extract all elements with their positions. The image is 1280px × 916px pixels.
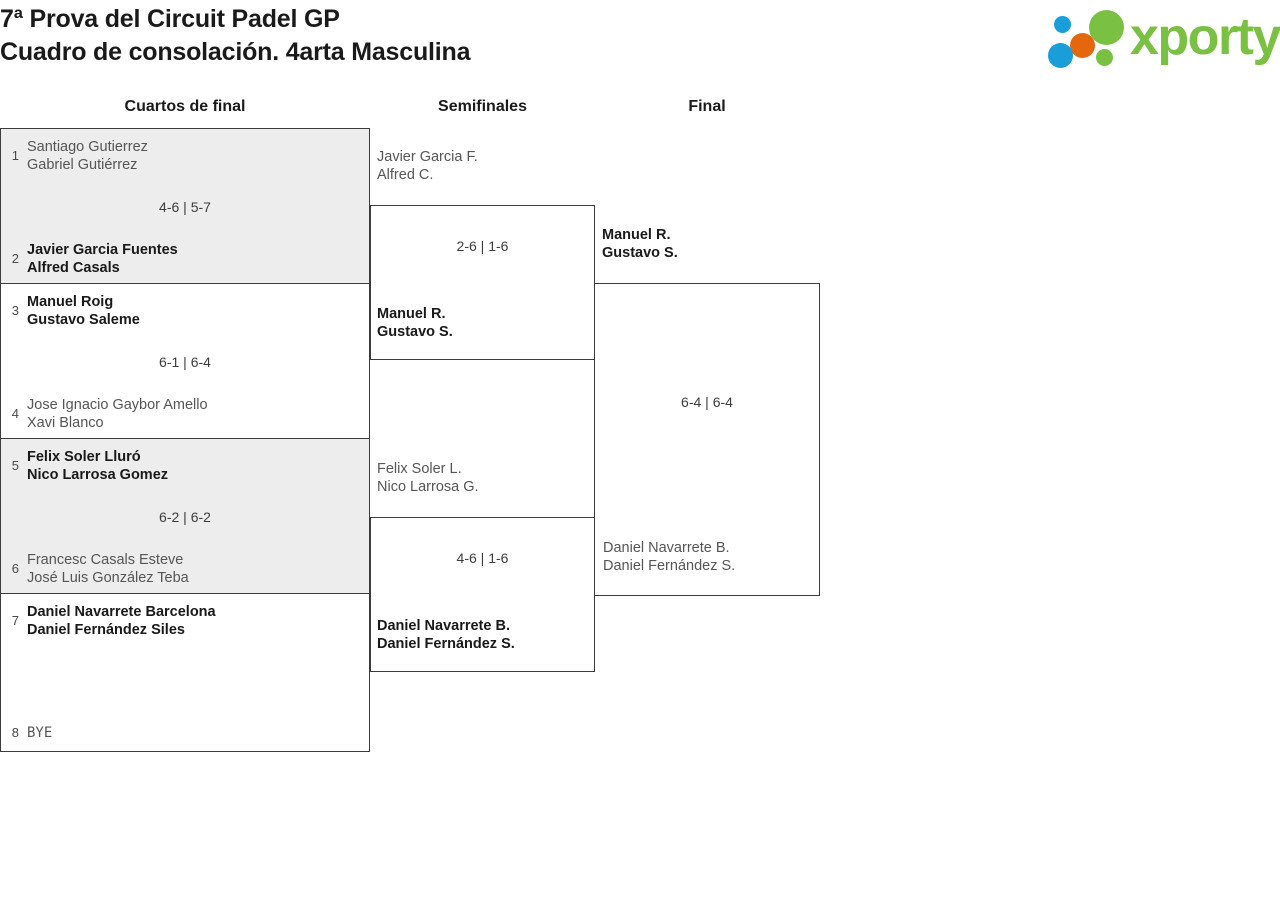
bye-label: BYE [27, 725, 53, 741]
player-name: Xavi Blanco [27, 415, 104, 431]
qf-seed-2: 2 [11, 251, 19, 266]
final-score: 6-4 | 6-4 [681, 394, 733, 410]
sf-match-1-score: 2-6 | 1-6 [456, 238, 509, 254]
player-name: Felix Soler L. [377, 461, 462, 477]
logo-dot-blue-small-icon [1054, 16, 1071, 33]
title-line-2: Cuadro de consolación. 4arta Masculina [0, 38, 471, 66]
player-name: Gustavo S. [377, 324, 453, 340]
player-name: Gabriel Gutiérrez [27, 157, 138, 173]
round-header-semifinals: Semifinales [438, 98, 527, 115]
sf-match-2[interactable]: 4-6 | 1-6 Daniel Navarrete B. Daniel Fer… [370, 517, 595, 672]
player-name: Nico Larrosa G. [377, 479, 479, 495]
qf-match-4[interactable]: Daniel Navarrete Barcelona Daniel Fernán… [1, 594, 369, 751]
player-name: Manuel Roig [27, 294, 114, 310]
player-name: Alfred C. [377, 167, 434, 183]
sf-match-1[interactable]: 2-6 | 1-6 Manuel R. Gustavo S. [370, 205, 595, 360]
player-name: Francesc Casals Esteve [27, 552, 184, 568]
qf-seed-8: 8 [11, 725, 19, 740]
player-name: Daniel Fernández S. [603, 558, 736, 574]
player-name: Daniel Navarrete B. [603, 540, 730, 556]
qf-seed-4: 4 [11, 406, 19, 421]
qf-seed-5: 5 [11, 458, 19, 473]
qf-seed-3: 3 [11, 303, 19, 318]
logo-dot-orange-icon [1070, 33, 1095, 58]
player-name: Manuel R. [602, 227, 671, 243]
qf-seed-6: 6 [11, 561, 19, 576]
player-name: Jose Ignacio Gaybor Amello [27, 397, 208, 413]
player-name: Daniel Navarrete B. [377, 618, 510, 634]
logo-dot-green-small-icon [1096, 49, 1113, 66]
qf-match-3-score: 6-2 | 6-2 [159, 509, 211, 525]
qf-seed-1: 1 [11, 148, 19, 163]
round-header-quarterfinals: Cuartos de final [124, 98, 246, 115]
player-name: José Luis González Teba [27, 570, 189, 586]
logo-dots-icon [1048, 10, 1134, 68]
player-name: Daniel Navarrete Barcelona [27, 604, 216, 620]
player-name: Manuel R. [377, 306, 446, 322]
qf-match-3[interactable]: Felix Soler Lluró Nico Larrosa Gomez 5 6… [1, 439, 369, 594]
qf-seed-7: 7 [11, 613, 19, 628]
player-name: Alfred Casals [27, 260, 120, 276]
qf-match-2-score: 6-1 | 6-4 [159, 354, 211, 370]
player-name: Daniel Fernández S. [377, 636, 515, 652]
logo-wordmark: xporty [1130, 8, 1280, 66]
player-name: Javier Garcia Fuentes [27, 242, 178, 258]
player-name: Javier Garcia F. [377, 149, 478, 165]
round-header-final: Final [688, 98, 726, 115]
bye-placeholder [27, 706, 52, 724]
title-line-1: 7ª Prova del Circuit Padel GP [0, 5, 340, 33]
player-name: Daniel Fernández Siles [27, 622, 185, 638]
player-name: Gustavo S. [602, 245, 678, 261]
logo-dot-green-large-icon [1089, 10, 1124, 45]
logo-dot-blue-large-icon [1048, 43, 1073, 68]
qf-match-1-score: 4-6 | 5-7 [159, 199, 211, 215]
xporty-logo: xporty [1048, 6, 1280, 68]
player-name: Gustavo Saleme [27, 312, 140, 328]
sf-match-2-score: 4-6 | 1-6 [456, 550, 509, 566]
final-match[interactable]: 6-4 | 6-4 Daniel Navarrete B. Daniel Fer… [594, 283, 820, 596]
player-name: Felix Soler Lluró [27, 449, 141, 465]
qf-match-2[interactable]: Manuel Roig Gustavo Saleme 3 6-1 | 6-4 J… [1, 284, 369, 439]
player-name: Nico Larrosa Gomez [27, 467, 169, 483]
player-name: Santiago Gutierrez [27, 139, 148, 155]
qf-match-1[interactable]: Santiago Gutierrez Gabriel Gutiérrez 1 4… [1, 129, 369, 284]
quarterfinals-column: Santiago Gutierrez Gabriel Gutiérrez 1 4… [0, 128, 370, 752]
